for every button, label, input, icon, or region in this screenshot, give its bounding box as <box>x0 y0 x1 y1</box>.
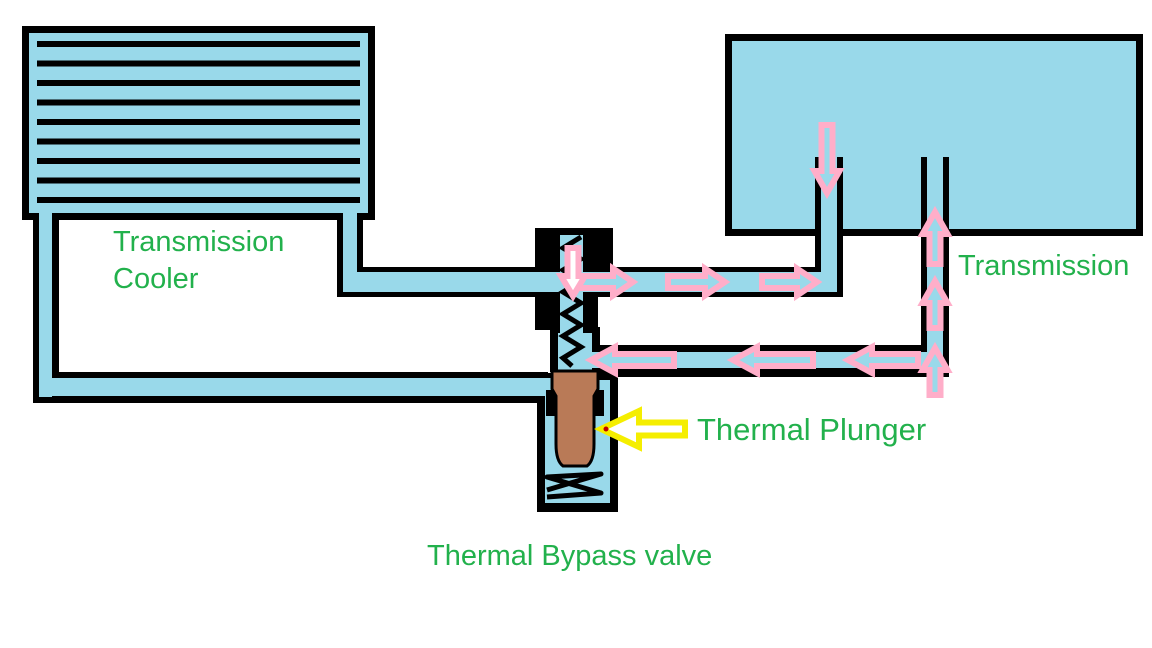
transmission-inlet-pipe-fluid <box>821 157 837 292</box>
cooler-label-line1: Transmission <box>113 226 285 258</box>
transmission-cooler <box>22 26 375 220</box>
transmission-outlet-pipe-fluid <box>927 157 943 368</box>
cooler-label: Transmission Cooler <box>113 224 284 298</box>
thermal-plunger-label: Thermal Plunger <box>697 412 927 447</box>
valve-title-label: Thermal Bypass valve <box>427 540 713 572</box>
valve-spring-channel-bottom <box>560 292 583 333</box>
valve-throat-wall-right <box>595 390 604 416</box>
return-line-fluid <box>590 352 943 368</box>
transmission-label: Transmission <box>958 250 1130 282</box>
cooler-label-line2: Cooler <box>113 263 199 295</box>
valve-spring-channel-top <box>560 235 583 272</box>
valve-throat-wall-left <box>546 390 555 416</box>
cooler-left-pipe-fluid <box>39 213 52 397</box>
cooler-fins <box>37 41 360 203</box>
cooler-loop-pipe-fluid <box>39 378 558 396</box>
cooler-supply-line-fluid <box>343 272 837 292</box>
valve-mid-chamber-fluid <box>558 333 592 372</box>
